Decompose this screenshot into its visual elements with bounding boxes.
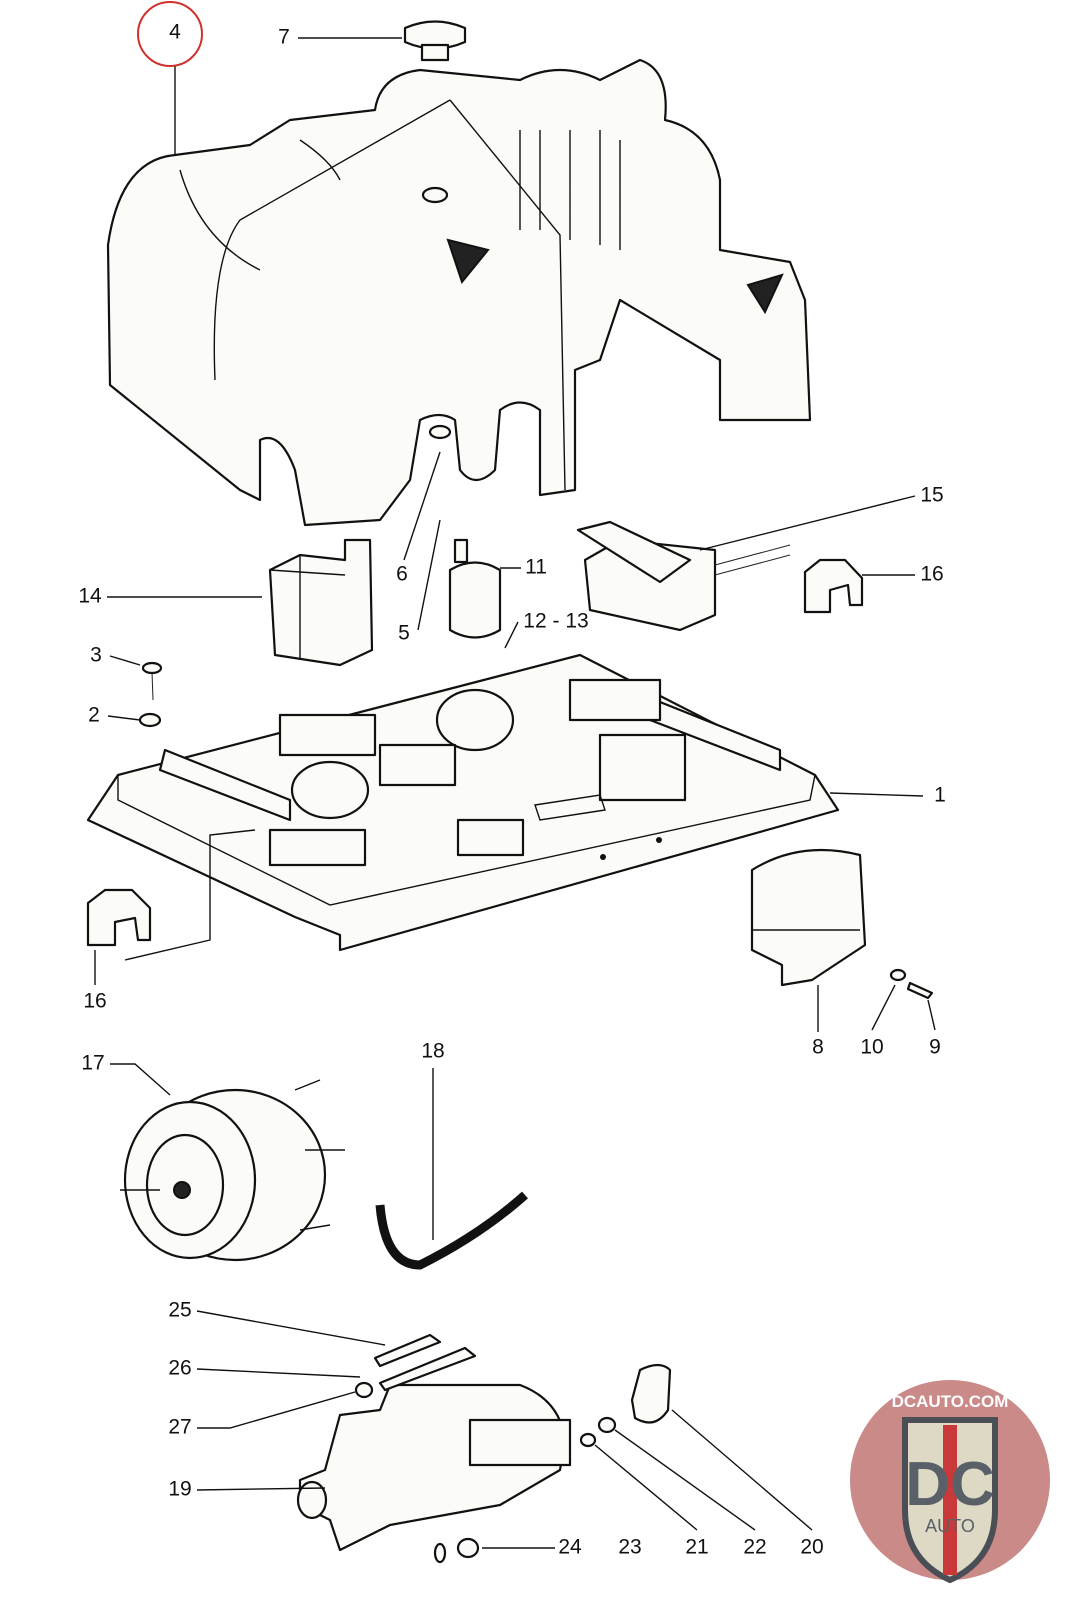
engine-cover	[106, 58, 812, 527]
nut-24	[456, 1537, 480, 1559]
knurled-knob	[403, 20, 467, 62]
callout-16-bottom[interactable]: 16	[83, 990, 106, 1013]
dynamo-17	[120, 1079, 345, 1262]
callout-7[interactable]: 7	[278, 26, 290, 49]
ground-strap-18	[375, 1191, 528, 1270]
callout-16-top[interactable]: 16	[920, 563, 943, 586]
washer-2	[138, 712, 162, 728]
callout-2[interactable]: 2	[88, 704, 100, 727]
washer-27	[354, 1381, 374, 1399]
clip-16-bottom	[86, 888, 152, 947]
relay-14	[268, 538, 374, 667]
callout-3[interactable]: 3	[90, 644, 102, 667]
callout-14[interactable]: 14	[78, 585, 102, 608]
callout-22[interactable]: 22	[743, 1536, 766, 1559]
nut-22	[597, 1416, 617, 1434]
washer-21	[579, 1432, 597, 1448]
logo-auto: AUTO	[925, 1516, 975, 1536]
callout-23[interactable]: 23	[618, 1536, 641, 1559]
highlight-circle	[137, 1, 203, 67]
callout-21[interactable]: 21	[685, 1536, 708, 1559]
clip-16-top	[803, 558, 864, 614]
callout-26[interactable]: 26	[168, 1357, 191, 1380]
starter-motor-19	[296, 1383, 572, 1552]
logo-url: DCAUTO.COM	[892, 1392, 1009, 1411]
screw-3	[141, 661, 163, 701]
callout-18[interactable]: 18	[421, 1040, 444, 1063]
flasher-11	[448, 538, 502, 639]
dcauto-logo: DCAUTO.COM DC AUTO	[850, 1380, 1050, 1584]
callout-27[interactable]: 27	[168, 1416, 191, 1439]
callout-1[interactable]: 1	[934, 784, 946, 807]
screw-9	[906, 981, 934, 1000]
logo-dc: DC	[905, 1450, 995, 1519]
callout-24[interactable]: 24	[558, 1536, 582, 1559]
fuse-board	[86, 653, 840, 952]
callout-8[interactable]: 8	[812, 1036, 824, 1059]
callout-9[interactable]: 9	[929, 1036, 941, 1059]
bolt-25b	[378, 1346, 477, 1392]
bolt-25a	[373, 1333, 442, 1368]
callout-5[interactable]: 5	[398, 622, 410, 645]
callout-6[interactable]: 6	[396, 563, 408, 586]
callout-11[interactable]: 11	[525, 556, 547, 579]
callout-10[interactable]: 10	[860, 1036, 883, 1059]
callout-12-13[interactable]: 12 - 13	[523, 610, 588, 633]
callout-15[interactable]: 15	[920, 484, 943, 507]
boot-20	[630, 1363, 672, 1424]
regulator-8	[750, 848, 867, 987]
callout-20[interactable]: 20	[800, 1536, 823, 1559]
callout-25[interactable]: 25	[168, 1299, 191, 1322]
leader-lines	[94, 37, 936, 1549]
washer-23	[433, 1542, 447, 1564]
resistor-15	[576, 520, 791, 632]
callout-17[interactable]: 17	[81, 1052, 104, 1075]
washer-10	[889, 968, 907, 982]
callout-4[interactable]: 4	[169, 21, 181, 44]
callout-19[interactable]: 19	[168, 1478, 191, 1501]
